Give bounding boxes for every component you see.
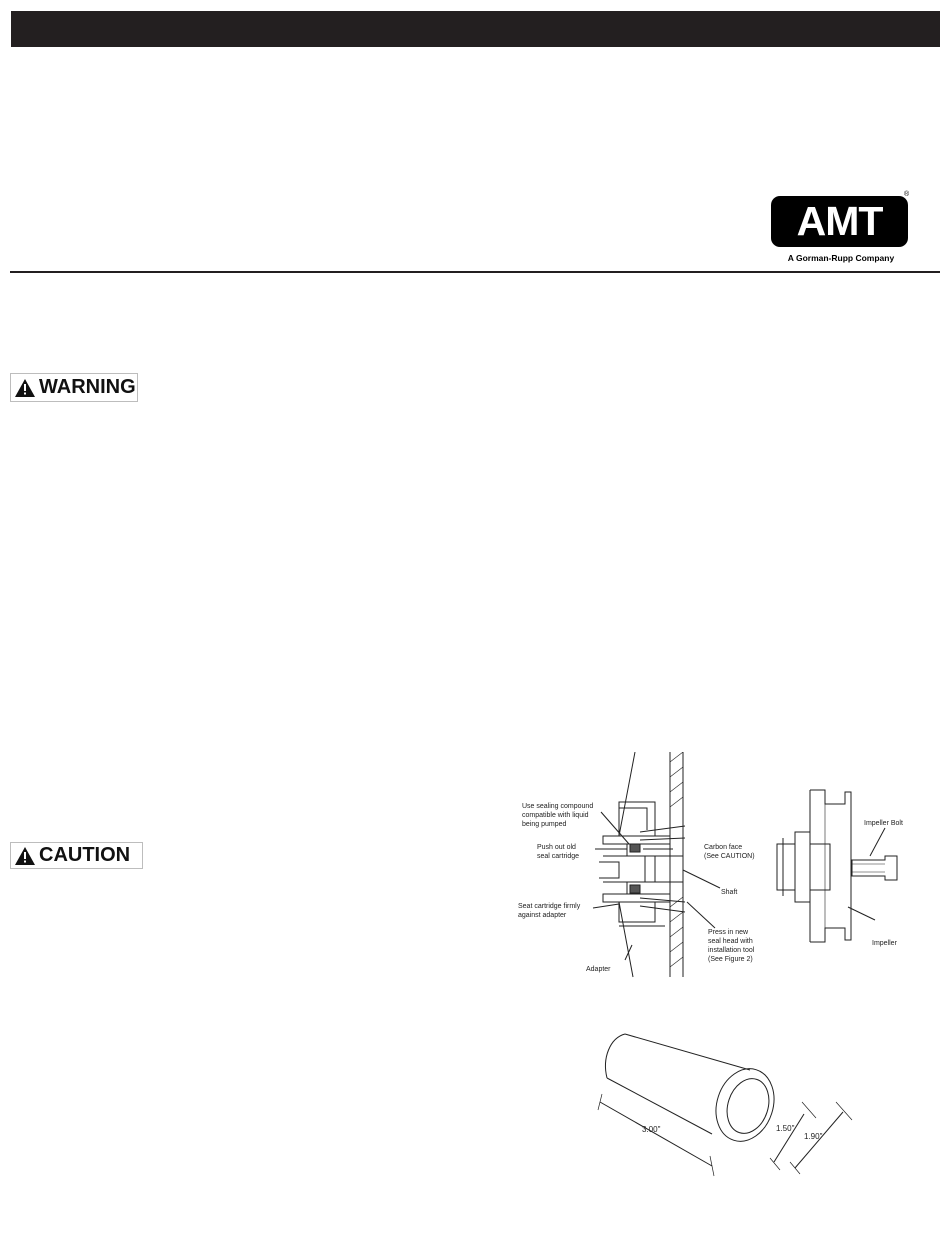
label-adapter: Adapter [586, 966, 611, 973]
header-bar [11, 11, 940, 47]
registered-mark: ® [904, 191, 910, 198]
label-shaft: Shaft [721, 889, 737, 896]
label-seat-cartridge-2: against adapter [518, 912, 567, 919]
caution-notice: CAUTION [10, 842, 143, 869]
installation-tool-figure: 3.00" 1.50" 1.90" [597, 1033, 853, 1177]
label-sealing-compound-2: compatible with liquid [522, 812, 589, 819]
header-rule [10, 271, 940, 273]
label-sealing-compound-3: being pumped [522, 821, 566, 828]
seal-cross-section-figure: Use sealing compound compatible with liq… [518, 752, 903, 978]
warning-triangle-icon [15, 378, 35, 397]
dimension-inner-diameter: 1.50" [776, 1124, 795, 1133]
warning-label: WARNING [39, 376, 136, 398]
label-seat-cartridge-1: Seat cartridge firmly [518, 903, 581, 910]
label-impeller-bolt: Impeller Bolt [864, 820, 903, 827]
logo-tagline: A Gorman-Rupp Company [787, 253, 895, 263]
dimension-length: 3.00" [642, 1125, 661, 1134]
label-carbon-face-1: Carbon face [704, 844, 742, 851]
amt-logo: AMT ® A Gorman-Rupp Company [771, 191, 911, 265]
label-press-in-3: installation tool [708, 947, 755, 954]
label-press-in-2: seal head with [708, 938, 753, 945]
label-impeller: Impeller [872, 940, 898, 947]
label-push-out-1: Push out old [537, 844, 576, 851]
label-carbon-face-2: (See CAUTION) [704, 853, 755, 860]
label-push-out-2: seal cartridge [537, 853, 579, 860]
caution-triangle-icon [15, 846, 35, 865]
warning-notice: WARNING [10, 373, 138, 402]
label-press-in-1: Press in new [708, 929, 749, 936]
caution-label: CAUTION [39, 844, 131, 866]
label-sealing-compound-1: Use sealing compound [522, 803, 593, 810]
label-press-in-4: (See Figure 2) [708, 956, 753, 963]
logo-wordmark: AMT [771, 196, 908, 247]
dimension-outer-diameter: 1.90" [804, 1132, 823, 1141]
